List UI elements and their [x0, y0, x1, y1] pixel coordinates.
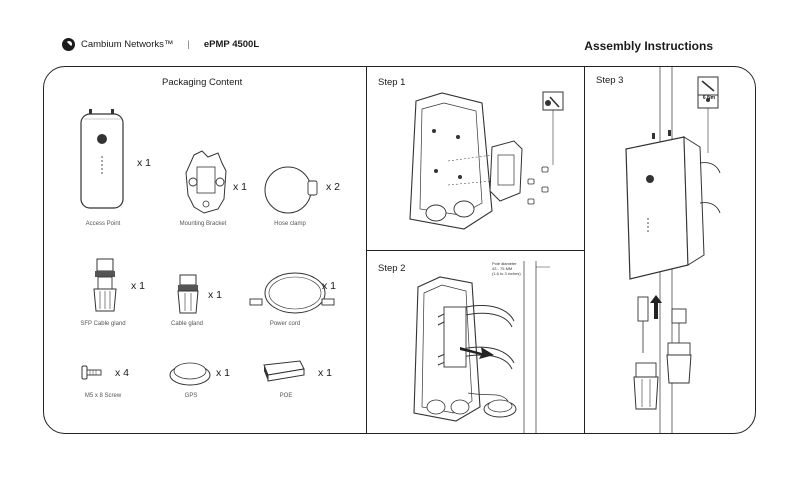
- qty-access-point: x 1: [137, 157, 152, 169]
- caption-mounting-bracket: Mounting Bracket: [179, 221, 227, 227]
- access-point-image: [80, 109, 124, 209]
- torque-wrench-icon: [697, 76, 719, 153]
- power-cord-image: [249, 272, 335, 314]
- step1-title: Step 1: [378, 77, 406, 88]
- screwdriver-icon: [542, 91, 564, 165]
- step3-title: Step 3: [596, 75, 624, 86]
- step3-mounted-access-point: [625, 130, 721, 280]
- step2-mounting-diagram: [413, 276, 515, 422]
- caption-m5-screw: M5 x 8 Screw: [84, 393, 122, 399]
- caption-sfp-cable-gland: SFP Cable gland: [80, 321, 126, 327]
- caption-poe: POE: [279, 393, 293, 399]
- gps-image: [169, 362, 211, 386]
- caption-power-cord: Power cord: [269, 321, 301, 327]
- step3-cable-glands: [633, 296, 659, 410]
- qty-m5-screw: x 4: [115, 367, 130, 379]
- mounting-bracket-image: [185, 150, 227, 214]
- step1-access-point-back: [409, 92, 493, 230]
- qty-poe: x 1: [318, 367, 333, 379]
- cambium-logo-icon: [62, 38, 75, 51]
- cable-gland-image: [177, 274, 199, 314]
- qty-mounting-bracket: x 1: [233, 181, 248, 193]
- step1-screws: [527, 166, 549, 205]
- step3-ethernet-gland: [666, 308, 692, 384]
- step2-title: Step 2: [378, 263, 406, 274]
- qty-gps: x 1: [216, 367, 231, 379]
- qty-hose-clamp: x 2: [326, 181, 341, 193]
- sfp-cable-gland-image: [93, 258, 117, 312]
- page-title: Assembly Instructions: [584, 39, 713, 53]
- header-separator: |: [187, 39, 190, 50]
- step2-pole: [523, 261, 550, 433]
- pole-note-line3: (1.6 to 3 inches): [492, 271, 521, 276]
- hose-clamp-image: [264, 166, 318, 214]
- brand-header: Cambium Networks™ | ePMP 4500L: [62, 38, 259, 51]
- caption-hose-clamp: Hose clamp: [274, 221, 306, 227]
- pole-note-line2: 43 - 75 MM: [492, 266, 513, 271]
- qty-sfp-cable-gland: x 1: [131, 280, 146, 292]
- pole-note-line1: Pole diameter: [492, 261, 517, 266]
- brand-name: Cambium Networks™: [81, 39, 174, 50]
- poe-image: [263, 360, 305, 382]
- caption-access-point: Access Point: [85, 221, 121, 227]
- qty-power-cord: x 1: [322, 280, 337, 292]
- instruction-frame: Packaging Content x 1 Access Point x 1 M…: [43, 66, 756, 434]
- arrow-right-icon: [460, 347, 494, 359]
- step2-gps-puck: [483, 399, 517, 418]
- divider-step2-step3: [584, 67, 585, 433]
- divider-step1-step2: [366, 250, 584, 251]
- caption-gps: GPS: [184, 393, 198, 399]
- torque-value: 6 Nm: [702, 95, 716, 101]
- qty-cable-gland: x 1: [208, 289, 223, 301]
- product-model: ePMP 4500L: [203, 39, 260, 50]
- pole-diameter-note: Pole diameter 43 - 75 MM (1.6 to 3 inche…: [492, 261, 521, 276]
- step1-bracket: [447, 140, 523, 202]
- packaging-title: Packaging Content: [162, 77, 243, 88]
- caption-cable-gland: Cable gland: [170, 321, 204, 327]
- m5-screw-image: [81, 365, 102, 380]
- arrow-up-icon: [650, 295, 662, 319]
